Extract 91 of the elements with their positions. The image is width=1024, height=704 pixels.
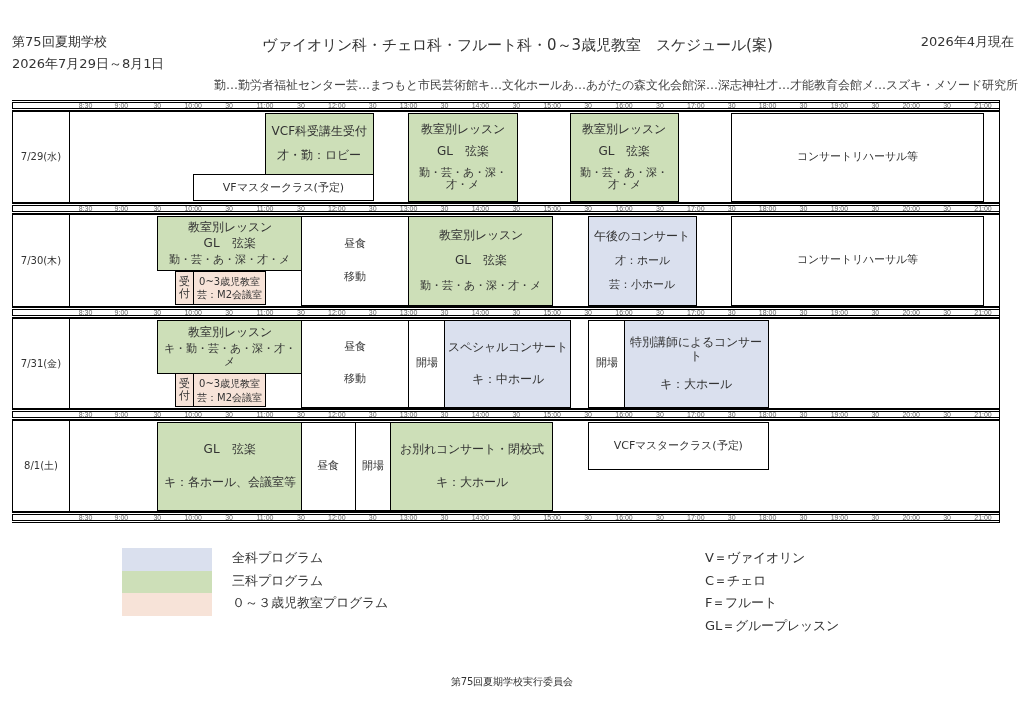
block-detail: 芸：M2会議室 — [197, 391, 263, 403]
block-title: 受付 — [179, 378, 191, 403]
abbreviation-note: GL＝グループレッスン — [705, 617, 840, 634]
venue-abbreviation: 芸…まつもと市民芸術館 — [346, 77, 478, 94]
schedule-block — [175, 373, 195, 408]
school-name: 第75回夏期学校 — [12, 34, 107, 50]
schedule-title: ヴァイオリン科・チェロ科・フルート科・0～3歳児教室 スケジュール(案) — [262, 36, 773, 55]
block-detail: キ：大ホール — [660, 377, 733, 391]
block-detail: キ：中ホール — [471, 373, 544, 387]
abbreviation-note: V＝ヴァイオリン — [705, 550, 805, 566]
block-detail: キ・勤・芸・あ・深・才・メ — [162, 343, 297, 368]
block-title: GL 弦楽 — [203, 443, 256, 457]
block-detail: 勤・芸・あ・深・才・メ — [579, 166, 670, 191]
schedule-block — [300, 319, 410, 408]
block-title: 受付 — [179, 275, 191, 301]
schedule-block — [444, 319, 572, 408]
block-detail: GL 弦楽 — [598, 144, 651, 159]
block-detail: 勤・芸・あ・深・才・メ — [420, 279, 542, 292]
venue-abbreviation: 深…深志神社 — [694, 77, 766, 94]
schedule-block — [587, 319, 626, 408]
block-title: お別れコンサート・閉校式 — [399, 443, 544, 457]
abbreviation-note: C＝チェロ — [705, 572, 767, 589]
block-detail: キ：大ホール — [435, 475, 508, 489]
block-title: 開場 — [595, 357, 618, 370]
schedule-block — [408, 112, 518, 202]
venue-abbreviation: あ…あがたの森文化会館 — [562, 77, 694, 94]
schedule-block — [192, 270, 267, 306]
block-detail: 才：ホール — [614, 255, 670, 268]
schedule-block — [569, 112, 680, 202]
schedule-block — [408, 319, 446, 408]
venue-abbreviation: キ…文化ホール — [478, 77, 562, 94]
block-title: スペシャルコンサート — [447, 340, 568, 354]
date-label: 7/30(木) — [20, 253, 62, 268]
block-detail: 勤・芸・あ・深・才・メ — [417, 166, 508, 191]
block-detail: 芸：小ホール — [609, 279, 676, 292]
schedule-block — [587, 215, 698, 306]
block-detail: GL 弦楽 — [454, 254, 507, 268]
venue-abbreviation: 勤…勤労者福祉センター — [214, 77, 346, 94]
block-title: 昼食 — [344, 341, 367, 354]
block-title: 0~3歳児教室 — [199, 275, 261, 287]
block-title: VCFマスタークラス(予定) — [613, 439, 743, 452]
block-title: 教室別レッスン — [438, 229, 523, 243]
legend-label: 全科プログラム — [232, 550, 323, 566]
schedule-block — [731, 215, 985, 306]
as-of-date: 2026年4月現在 — [920, 34, 1014, 50]
block-detail: 勤・芸・あ・深・才・メ — [169, 253, 291, 266]
block-title: 昼食 — [317, 459, 340, 473]
schedule-block — [300, 215, 410, 306]
block-detail: 才・勤：ロビー — [277, 148, 362, 163]
block-title: VFマスタークラス(予定) — [222, 181, 345, 194]
block-title: 教室別レッスン — [582, 123, 667, 137]
block-title: 0~3歳児教室 — [199, 378, 261, 389]
schedule-block — [264, 112, 374, 175]
legend-label: 三科プログラム — [232, 572, 323, 589]
venue-abbreviation: メ…スズキ・メソード研究所 — [862, 77, 1018, 94]
block-title: 開場 — [362, 459, 385, 473]
abbreviation-note: F＝フルート — [705, 595, 778, 611]
block-detail: GL 弦楽 — [436, 144, 489, 159]
date-label: 7/29(水) — [20, 150, 62, 164]
date-label: 8/1(土) — [24, 459, 58, 473]
legend-label: ０～３歳児教室プログラム — [232, 595, 388, 611]
block-title: 昼食 — [344, 238, 367, 251]
schedule-block — [408, 215, 554, 306]
schedule-block — [390, 421, 554, 511]
block-detail: キ：各ホール、会議室等 — [163, 475, 296, 489]
block-title: 教室別レッスン — [187, 220, 272, 234]
block-title: コンサートリハーサル等 — [797, 150, 919, 164]
block-title: 特別講師によるコンサート — [629, 336, 764, 363]
schedule-block — [731, 112, 985, 202]
footer-text: 第75回夏期学校実行委員会 — [450, 676, 574, 688]
block-title: 教室別レッスン — [420, 123, 505, 137]
block-title: VCF科受講生受付 — [271, 125, 368, 139]
block-detail: GL 弦楽 — [203, 237, 256, 251]
schedule-block — [192, 174, 374, 202]
venue-abbreviation: 才…才能教育会館 — [766, 77, 862, 94]
block-detail: 移動 — [344, 270, 367, 283]
date-range: 2026年7月29日～8月1日 — [12, 56, 165, 72]
schedule-block — [157, 319, 303, 375]
schedule-block — [157, 215, 303, 272]
block-title: 教室別レッスン — [187, 325, 272, 340]
block-detail: 移動 — [344, 373, 367, 386]
block-title: 午後のコンサート — [594, 229, 691, 243]
schedule-block — [300, 421, 356, 511]
block-title: 開場 — [416, 357, 439, 370]
block-title: コンサートリハーサル等 — [797, 254, 919, 267]
schedule-block — [157, 421, 303, 511]
schedule-block — [192, 373, 267, 408]
schedule-block — [587, 421, 769, 471]
date-label: 7/31(金) — [20, 356, 62, 371]
schedule-block — [623, 319, 769, 408]
block-detail: 芸：M2会議室 — [197, 289, 263, 301]
